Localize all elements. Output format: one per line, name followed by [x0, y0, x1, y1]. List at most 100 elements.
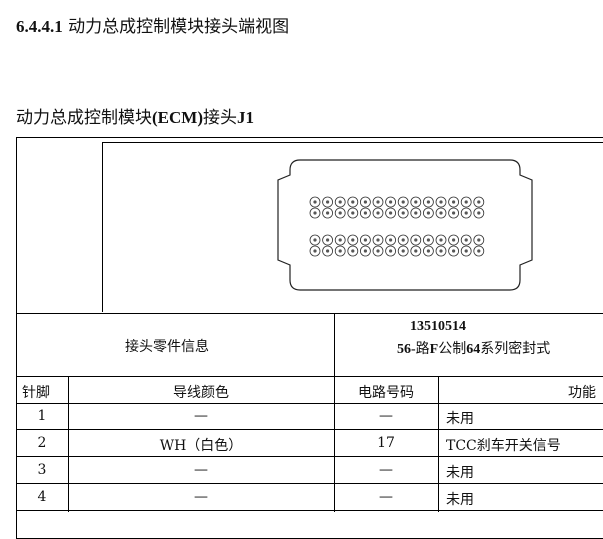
pin-dot — [351, 200, 355, 204]
pin-cavity — [397, 207, 409, 219]
row-2-color: WH（白色） — [159, 438, 243, 454]
pin-dot — [401, 211, 405, 215]
pin-cavity — [422, 207, 434, 219]
pin-cavity — [460, 234, 472, 246]
pin-dot — [363, 238, 367, 242]
connector-pins — [309, 196, 485, 257]
connector-heading-j1: J1 — [236, 108, 254, 127]
pin-dot — [426, 249, 430, 253]
pin-cavity — [360, 245, 371, 257]
pin-cavity — [435, 234, 447, 246]
pin-cavity — [309, 234, 321, 246]
pin-dot — [401, 200, 405, 204]
pin-dot — [464, 200, 468, 204]
row-4-function: 未用 — [446, 492, 474, 508]
pin-dot — [464, 249, 468, 253]
pin-cavity — [372, 245, 384, 257]
image-row-bottom — [16, 313, 603, 314]
pin-cavity — [435, 245, 447, 257]
header-row-bottom — [16, 403, 603, 404]
row-4-circuit: — — [379, 489, 393, 505]
pin-cavity — [347, 207, 359, 219]
pin-cavity — [410, 234, 422, 246]
connector-info-label: 接头零件信息 — [125, 339, 209, 355]
pin-cavity — [422, 234, 434, 246]
pin-cavity — [372, 207, 384, 219]
row-2-pin: 2 — [37, 435, 47, 451]
pin-dot — [439, 200, 443, 204]
info-row-bottom — [16, 376, 603, 377]
pin-dot — [414, 249, 418, 253]
row-1-bottom — [16, 429, 603, 430]
pin-dot — [426, 238, 430, 242]
pin-cavity — [309, 196, 321, 208]
connector-diagram — [277, 159, 533, 291]
pin-dot — [326, 238, 330, 242]
pin-cavity — [360, 207, 371, 219]
pin-dot — [477, 249, 481, 253]
pin-dot — [389, 200, 393, 204]
pin-cavity — [410, 245, 422, 257]
col-divider-2 — [334, 376, 335, 512]
section-number: 6.4.4.1 — [16, 17, 63, 36]
pin-dot — [389, 249, 393, 253]
pin-dot — [363, 211, 367, 215]
row-3-color: — — [194, 462, 208, 478]
pin-dot — [452, 238, 456, 242]
row-3-circuit: — — [379, 462, 393, 478]
pin-cavity — [334, 234, 346, 246]
pin-cavity — [448, 245, 460, 257]
pin-cavity — [347, 196, 359, 208]
pin-dot — [464, 211, 468, 215]
pin-dot — [452, 249, 456, 253]
pin-dot — [326, 200, 330, 204]
pin-dot — [313, 249, 317, 253]
row-4-color: — — [194, 489, 208, 505]
pin-dot — [389, 211, 393, 215]
pin-cavity — [322, 207, 333, 219]
row-2-circuit: 17 — [377, 435, 395, 451]
pin-dot — [401, 238, 405, 242]
pin-cavity — [422, 196, 434, 208]
pin-dot — [464, 238, 468, 242]
row-3-bottom — [16, 483, 603, 484]
pin-dot — [351, 238, 355, 242]
pin-dot — [351, 211, 355, 215]
pin-cavity — [460, 245, 472, 257]
pin-cavity — [460, 207, 472, 219]
pin-cavity — [334, 207, 346, 219]
header-wire-color: 导线颜色 — [173, 385, 229, 401]
pin-cavity — [435, 207, 447, 219]
pin-dot — [439, 249, 443, 253]
pin-cavity — [372, 234, 384, 246]
pin-cavity — [435, 196, 447, 208]
pin-dot — [414, 200, 418, 204]
pin-dot — [414, 238, 418, 242]
pin-cavity — [309, 245, 321, 257]
pin-dot — [477, 200, 481, 204]
pin-cavity — [397, 196, 409, 208]
row-3-function: 未用 — [446, 465, 474, 481]
pin-cavity — [448, 196, 460, 208]
pin-cavity — [360, 234, 371, 246]
connector-part-number: 13510514 — [410, 319, 466, 334]
section-title: 动力总成控制模块接头端视图 — [68, 17, 290, 37]
pin-cavity — [410, 196, 422, 208]
pin-dot — [338, 211, 342, 215]
pin-dot — [452, 211, 456, 215]
pin-dot — [313, 200, 317, 204]
pin-cavity — [334, 196, 346, 208]
pin-cavity — [473, 234, 485, 246]
pin-dot — [326, 211, 330, 215]
pin-cavity — [473, 245, 485, 257]
pin-dot — [376, 200, 380, 204]
header-circuit: 电路号码 — [358, 385, 414, 401]
pin-dot — [389, 238, 393, 242]
pin-dot — [426, 211, 430, 215]
pin-cavity — [460, 196, 472, 208]
image-cell-top — [102, 142, 603, 143]
row-1-pin: 1 — [37, 408, 47, 424]
col-divider-3 — [438, 376, 439, 512]
row-4-pin: 4 — [37, 489, 47, 505]
pin-dot — [426, 200, 430, 204]
